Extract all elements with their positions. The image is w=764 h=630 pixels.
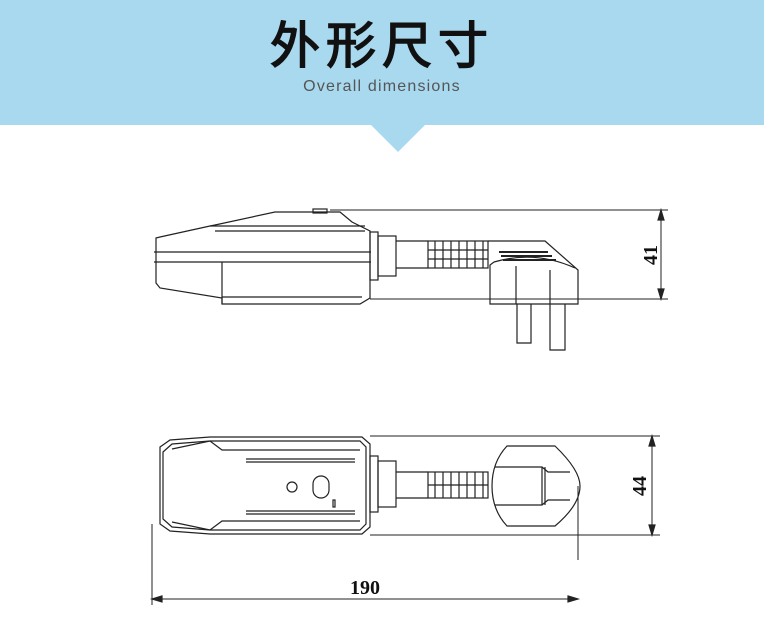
dimension-41: 41 [640, 245, 662, 265]
header-pointer-arrow [370, 124, 426, 152]
page-title: 外形尺寸 [270, 17, 494, 75]
page-subtitle: Overall dimensions [303, 78, 461, 95]
dimension-44: 44 [629, 476, 651, 496]
dimension-190: 190 [350, 577, 380, 599]
header-banner: 外形尺寸 Overall dimensions [0, 0, 764, 125]
side-view [154, 207, 668, 351]
top-view [149, 433, 660, 605]
